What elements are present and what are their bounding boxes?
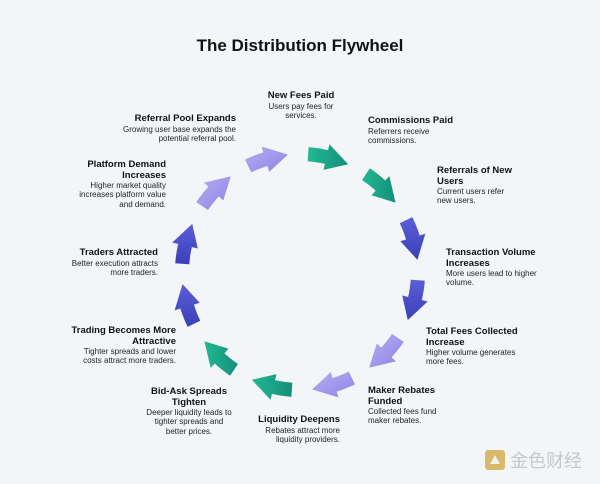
arrow-rebates-to-liquidity [311, 371, 356, 398]
node-desc: More users lead to higher volume. [446, 269, 537, 288]
node-new-fees-paid: New Fees Paid Users pay fees for service… [258, 90, 344, 120]
arrow-referrals-to-volume [399, 216, 426, 261]
node-maker-rebates: Maker Rebates Funded Collected fees fund… [368, 385, 450, 426]
node-desc: Higher volume generates more fees. [426, 348, 516, 367]
arrow-spreads-to-trading [204, 340, 239, 377]
node-title: New Fees Paid [267, 90, 335, 101]
arrow-trading-to-traders [174, 283, 201, 328]
node-desc: Better execution attracts more traders. [71, 258, 158, 277]
node-title: Referrals of New Users [437, 165, 512, 187]
page-title: The Distribution Flywheel [196, 36, 404, 55]
node-desc: Tighter spreads and lower costs attract … [83, 347, 176, 366]
node-title: Total Fees Collected Increase [426, 326, 518, 348]
node-title: Traders Attracted [79, 247, 158, 258]
node-referral-pool: Referral Pool Expands Growing user base … [120, 113, 236, 143]
node-desc: Higher market quality increases platform… [79, 181, 166, 209]
node-desc: Users pay fees for services. [268, 101, 334, 120]
node-commissions-paid: Commissions Paid Referrers receive commi… [368, 115, 460, 145]
node-referrals-new-users: Referrals of New Users Current users ref… [437, 165, 519, 206]
node-desc: Growing user base expands the potential … [123, 124, 236, 143]
watermark: 金色财经 [484, 446, 592, 474]
node-bid-ask-spreads: Bid-Ask Spreads Tighten Deeper liquidity… [146, 386, 232, 436]
arrow-demand-to-pool [195, 176, 232, 211]
arrow-liquidity-to-spreads [251, 373, 293, 401]
node-desc: Rebates attract more liquidity providers… [265, 425, 340, 444]
arrow-traders-to-demand [171, 223, 199, 265]
arrow-commissions-to-referrals [361, 167, 396, 204]
node-platform-demand: Platform Demand Increases Higher market … [68, 159, 166, 209]
node-title: Bid-Ask Spreads Tighten [150, 386, 228, 408]
node-traders-attracted: Traders Attracted Better execution attra… [66, 247, 158, 277]
node-title: Liquidity Deepens [258, 414, 340, 425]
arrow-fees-to-commissions [307, 143, 349, 171]
node-title: Trading Becomes More Attractive [71, 325, 176, 347]
node-title: Commissions Paid [368, 115, 453, 126]
node-desc: Deeper liquidity leads to tighter spread… [146, 408, 232, 436]
jinse-logo-icon [485, 450, 505, 470]
node-trading-attractive: Trading Becomes More Attractive Tighter … [70, 325, 176, 366]
node-title: Referral Pool Expands [134, 113, 236, 124]
watermark-text: 金色财经 [510, 451, 582, 472]
node-total-fees-collected: Total Fees Collected Increase Higher vol… [426, 326, 532, 367]
arrow-volume-to-fees [401, 279, 429, 321]
node-transaction-volume: Transaction Volume Increases More users … [446, 247, 546, 288]
node-desc: Referrers receive commissions. [368, 126, 430, 145]
node-title: Maker Rebates Funded [368, 385, 436, 407]
node-title: Transaction Volume Increases [446, 247, 536, 269]
node-desc: Collected fees fund maker rebates. [368, 407, 437, 426]
arrow-fees-to-rebates [368, 333, 405, 368]
node-desc: Current users refer new users. [437, 187, 505, 206]
node-title: Platform Demand Increases [87, 159, 166, 181]
node-liquidity-deepens: Liquidity Deepens Rebates attract more l… [254, 414, 340, 444]
arrow-pool-to-fees [244, 146, 289, 173]
